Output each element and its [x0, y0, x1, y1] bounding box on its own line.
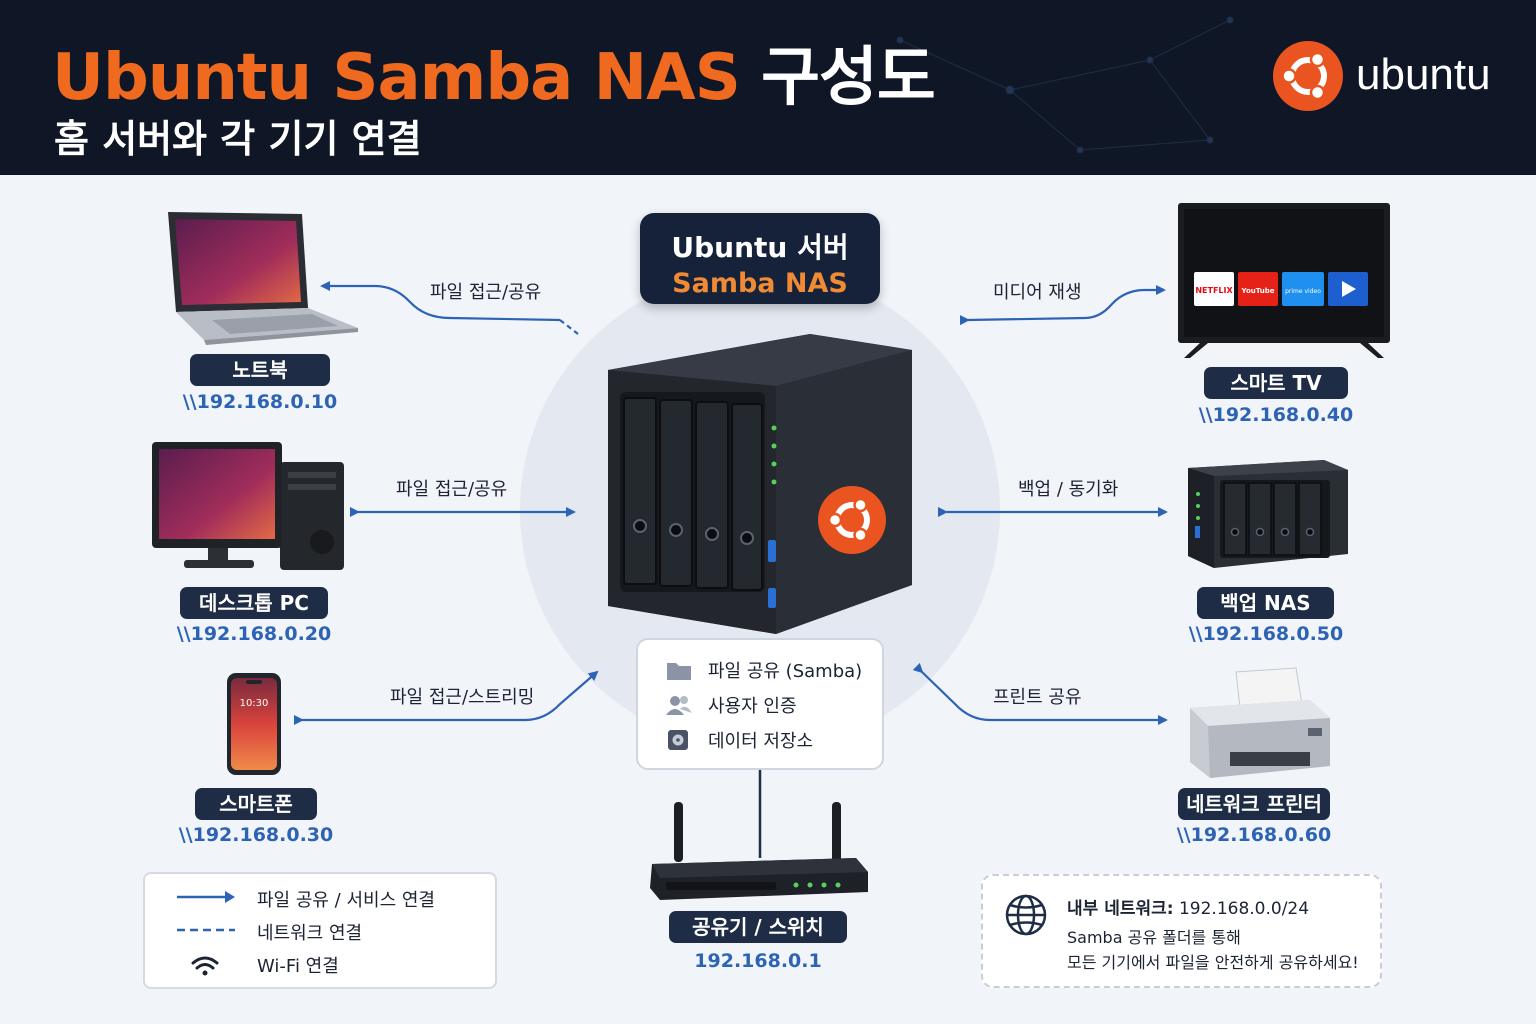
header-banner: Ubuntu Samba NAS 구성도 홈 서버와 각 기기 연결 ubunt… [0, 0, 1536, 175]
printer-ip: \\192.168.0.60 [1176, 824, 1332, 846]
phone-label: 스마트폰 [195, 788, 317, 820]
phone-ip: \\192.168.0.30 [178, 824, 334, 846]
tv-ip: \\192.168.0.40 [1198, 404, 1354, 426]
page-title: Ubuntu Samba NAS 구성도 [52, 41, 936, 115]
laptop-label: 노트북 [190, 354, 330, 386]
printer-edge-label: 프린트 공유 [993, 687, 1082, 708]
smart-tv-image[interactable]: NETFLIX YouTube prime video [1176, 200, 1392, 362]
laptop-edge-label: 파일 접근/공유 [430, 282, 542, 303]
network-subnet: 내부 네트워크: 192.168.0.0/24 [1067, 899, 1310, 919]
legend-item: 파일 공유 / 서비스 연결 [175, 886, 485, 912]
server-features-box: 파일 공유 (Samba) 사용자 인증 데이터 저장소 [636, 638, 884, 770]
users-icon [666, 696, 692, 715]
info-line-3: 모든 기기에서 파일을 안전하게 공유하세요! [1067, 953, 1359, 972]
wifi-icon [191, 956, 219, 976]
folder-icon [667, 663, 691, 680]
edge-laptop-dash [559, 319, 579, 335]
network-pattern-decoration [896, 16, 1234, 154]
router-ip: 192.168.0.1 [694, 950, 822, 972]
nas-ubuntu-logo-icon [818, 486, 886, 554]
router-image[interactable] [646, 798, 872, 904]
backup-edge-label: 백업 / 동기화 [1018, 479, 1119, 500]
server-title: Ubuntu 서버 [671, 231, 849, 264]
play-icon [1342, 281, 1356, 297]
router-label: 공유기 / 스위치 [669, 911, 847, 943]
prime-app: prime video [1285, 288, 1321, 295]
ubuntu-brand: ubuntu [1272, 40, 1512, 112]
tv-edge-label: 미디어 재생 [993, 282, 1082, 303]
nas-server-image[interactable] [600, 320, 920, 640]
youtube-app: YouTube [1241, 287, 1275, 295]
laptop-image[interactable] [162, 208, 362, 348]
desktop-label: 데스크톱 PC [180, 587, 328, 619]
solid-arrow-icon [177, 891, 235, 903]
phone-edge-label: 파일 접근/스트리밍 [390, 687, 535, 708]
legend-box: 파일 공유 / 서비스 연결 네트워크 연결 Wi-Fi 연결 [143, 872, 497, 989]
brand-wordmark: ubuntu [1356, 50, 1491, 99]
netflix-app: NETFLIX [1195, 286, 1233, 295]
phone-clock: 10:30 [240, 698, 269, 709]
desktop-edge-label: 파일 접근/공유 [396, 479, 508, 500]
tv-label: 스마트 TV [1204, 367, 1348, 399]
desktop-pc-image[interactable] [150, 440, 350, 580]
legend-item: Wi-Fi 연결 [175, 952, 485, 978]
backup-label: 백업 NAS [1197, 587, 1334, 619]
network-info-box: 내부 네트워크: 192.168.0.0/24 Samba 공유 폴더를 통해 … [981, 874, 1382, 988]
server-title-badge: Ubuntu 서버 Samba NAS [640, 213, 880, 304]
legend-item: 네트워크 연결 [175, 919, 485, 945]
server-subtitle: Samba NAS [672, 268, 848, 299]
laptop-ip: \\192.168.0.10 [182, 391, 338, 413]
info-line-2: Samba 공유 폴더를 통해 [1067, 928, 1241, 947]
desktop-ip: \\192.168.0.20 [176, 623, 332, 645]
backup-ip: \\192.168.0.50 [1188, 623, 1344, 645]
hard-drive-icon [668, 730, 688, 750]
smartphone-image[interactable]: 10:30 [226, 672, 282, 776]
printer-label: 네트워크 프린터 [1178, 788, 1330, 820]
page-subtitle: 홈 서버와 각 기기 연결 [54, 117, 422, 161]
dashed-line-icon [177, 928, 235, 932]
network-printer-image[interactable] [1180, 666, 1334, 782]
ubuntu-logo-icon [1273, 41, 1343, 111]
backup-nas-image[interactable] [1184, 456, 1352, 572]
globe-icon [1005, 894, 1047, 936]
